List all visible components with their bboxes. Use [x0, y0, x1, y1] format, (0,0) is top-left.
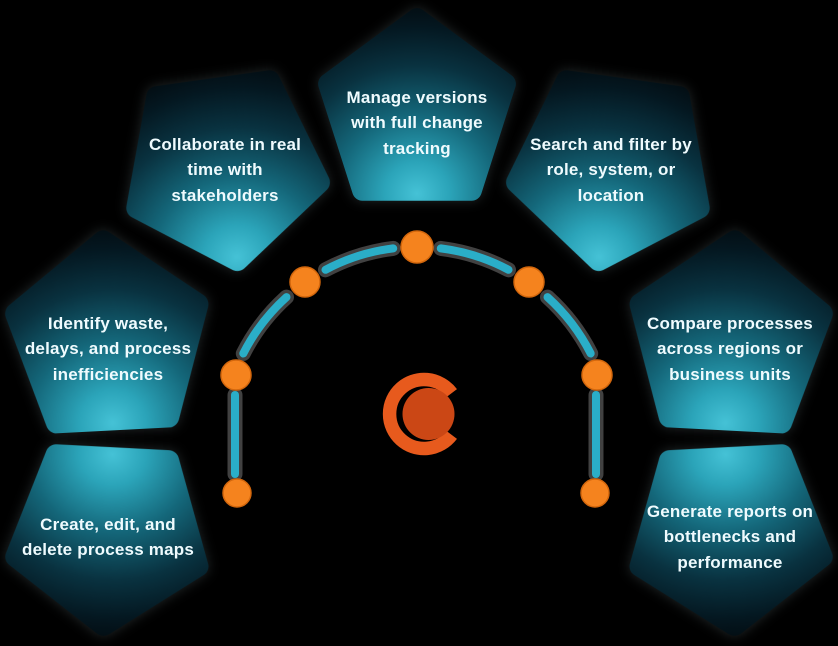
connector-dashes	[231, 244, 600, 478]
feature-label: Create, edit, and delete process maps	[22, 514, 194, 560]
feature-label: Generate reports on bottlenecks and perf…	[646, 501, 814, 572]
node-dot-bottom-left	[222, 478, 252, 508]
feature-pentagon-upper-left: Collaborate in real time with stakeholde…	[118, 70, 332, 274]
feature-pentagon-bottom-right: Generate reports on bottlenecks and perf…	[624, 442, 836, 638]
connector-halo	[227, 240, 604, 482]
arc-dash	[543, 293, 595, 358]
eye-c-logo-icon	[382, 372, 457, 456]
feature-pentagon-upper-right: Search and filter by role, system, or lo…	[504, 70, 718, 274]
pentagon-shape	[318, 8, 516, 201]
feature-label: Identify waste, delays, and process inef…	[24, 313, 192, 384]
feature-label: Collaborate in real time with stakeholde…	[148, 134, 302, 205]
pentagon-shape	[629, 444, 833, 636]
pentagon-shape	[629, 230, 833, 434]
feature-pentagon-bottom-left: Create, edit, and delete process maps	[2, 442, 214, 638]
feature-pentagon-middle-left: Identify waste, delays, and process inef…	[2, 228, 214, 436]
feature-label: Search and filter by role, system, or lo…	[530, 134, 692, 205]
node-dot-bottom-right	[580, 478, 610, 508]
logo-pupil	[402, 388, 455, 440]
node-dot-mid-right	[581, 359, 613, 391]
feature-label: Compare processes across regions or busi…	[647, 313, 813, 384]
pentagon-shape	[126, 70, 330, 272]
feature-pentagon-top-center: Manage versions with full change trackin…	[314, 6, 520, 206]
pentagon-shape	[5, 230, 209, 434]
node-dot-mid-left	[220, 359, 252, 391]
feature-label: Manage versions with full change trackin…	[346, 87, 488, 158]
feature-pentagon-middle-right: Compare processes across regions or busi…	[624, 228, 836, 436]
pentagon-shape	[5, 444, 209, 636]
pentagon-shape	[506, 70, 710, 272]
arc-dash	[239, 293, 291, 358]
node-dot-top	[400, 230, 434, 264]
logo-c-ring	[382, 372, 457, 456]
